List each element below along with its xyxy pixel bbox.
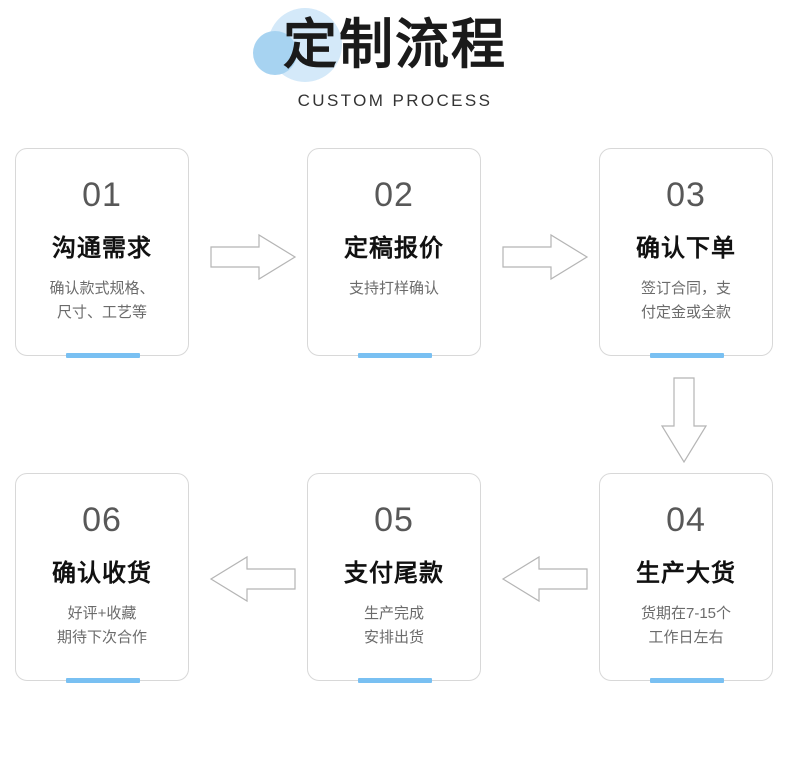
process-step-card-05[interactable]: 05 支付尾款 生产完成 安排出货 bbox=[307, 473, 481, 683]
process-step-card-06[interactable]: 06 确认收货 好评+收藏 期待下次合作 bbox=[15, 473, 189, 683]
step-accent-bar bbox=[358, 678, 432, 683]
step-description: 确认款式规格、 尺寸、工艺等 bbox=[49, 280, 155, 321]
page-header: 定制流程 CUSTOM PROCESS bbox=[0, 0, 790, 130]
step-description: 生产完成 安排出货 bbox=[363, 605, 424, 646]
process-step-card-04[interactable]: 04 生产大货 货期在7-15个 工作日左右 bbox=[599, 473, 773, 683]
page-subtitle: CUSTOM PROCESS bbox=[297, 91, 493, 110]
step-title: 定稿报价 bbox=[344, 235, 444, 262]
step-description: 好评+收藏 期待下次合作 bbox=[56, 605, 147, 646]
process-step-card-01[interactable]: 01 沟通需求 确认款式规格、 尺寸、工艺等 bbox=[15, 148, 189, 358]
step-title: 支付尾款 bbox=[344, 560, 444, 587]
step-description: 支持打样确认 bbox=[348, 280, 439, 297]
step-number: 02 bbox=[374, 176, 414, 214]
step-description: 货期在7-15个 工作日左右 bbox=[640, 605, 732, 646]
step-accent-bar bbox=[66, 678, 140, 683]
step-accent-bar bbox=[650, 353, 724, 358]
step-number: 01 bbox=[82, 176, 122, 214]
step-accent-bar bbox=[358, 353, 432, 358]
page-title: 定制流程 bbox=[283, 15, 507, 75]
arrow-left-icon bbox=[501, 553, 589, 605]
step-title: 生产大货 bbox=[636, 560, 736, 587]
arrow-left-icon bbox=[209, 553, 297, 605]
step-title: 确认收货 bbox=[52, 560, 152, 587]
step-description: 签订合同，支 付定金或全款 bbox=[640, 280, 731, 321]
step-number: 04 bbox=[666, 501, 706, 539]
step-accent-bar bbox=[66, 353, 140, 358]
process-step-card-03[interactable]: 03 确认下单 签订合同，支 付定金或全款 bbox=[599, 148, 773, 358]
step-accent-bar bbox=[650, 678, 724, 683]
arrow-right-icon bbox=[501, 231, 589, 283]
step-number: 06 bbox=[82, 501, 122, 539]
step-title: 沟通需求 bbox=[52, 235, 152, 262]
arrow-down-icon bbox=[658, 376, 710, 464]
step-title: 确认下单 bbox=[636, 235, 736, 262]
step-number: 05 bbox=[374, 501, 414, 539]
arrow-right-icon bbox=[209, 231, 297, 283]
process-step-card-02[interactable]: 02 定稿报价 支持打样确认 bbox=[307, 148, 481, 358]
decor-circle-small-icon bbox=[253, 31, 297, 75]
step-number: 03 bbox=[666, 176, 706, 214]
